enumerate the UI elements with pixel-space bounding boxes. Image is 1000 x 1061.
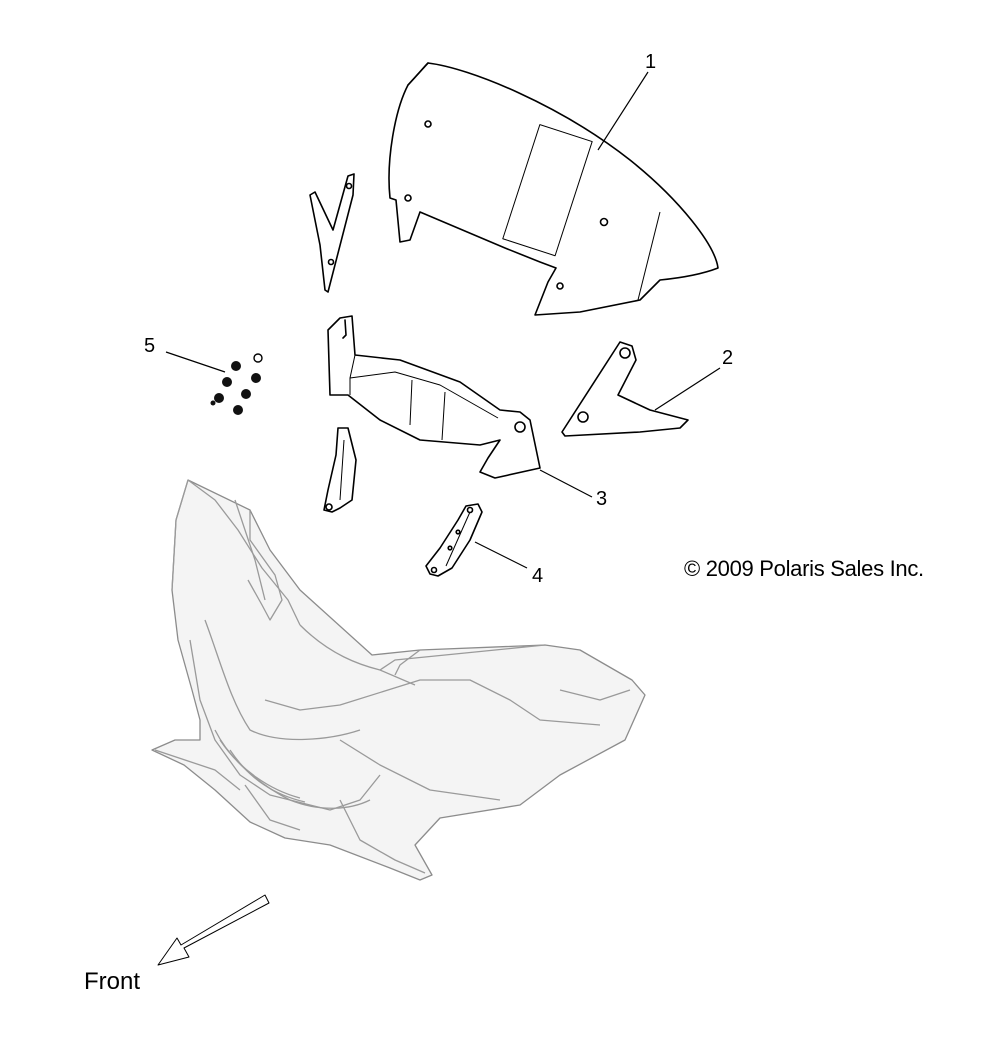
front-label: Front — [84, 968, 140, 995]
fastener-hardware-set — [210, 353, 263, 415]
slide-clip-part — [425, 503, 483, 577]
leader-5 — [165, 351, 226, 373]
hood-assembly — [151, 479, 646, 881]
windshield-mount-bracket — [327, 315, 541, 479]
callout-leaders — [165, 71, 721, 569]
callout-number-1: 1 — [645, 51, 656, 73]
leader-1 — [597, 71, 649, 151]
leader-3 — [539, 469, 593, 498]
callout-number-3: 3 — [596, 488, 607, 510]
right-side-bracket — [561, 341, 689, 437]
callout-number-2: 2 — [722, 347, 733, 369]
copyright-notice: © 2009 Polaris Sales Inc. — [684, 556, 924, 581]
callout-number-5: 5 — [144, 335, 155, 357]
windshield-part — [388, 62, 719, 316]
bracket-left-arm — [323, 427, 357, 513]
left-side-bracket — [309, 173, 355, 293]
front-direction-arrow-icon — [157, 894, 270, 966]
leader-2 — [654, 367, 721, 411]
callout-number-4: 4 — [532, 565, 543, 587]
leader-4 — [474, 541, 528, 569]
